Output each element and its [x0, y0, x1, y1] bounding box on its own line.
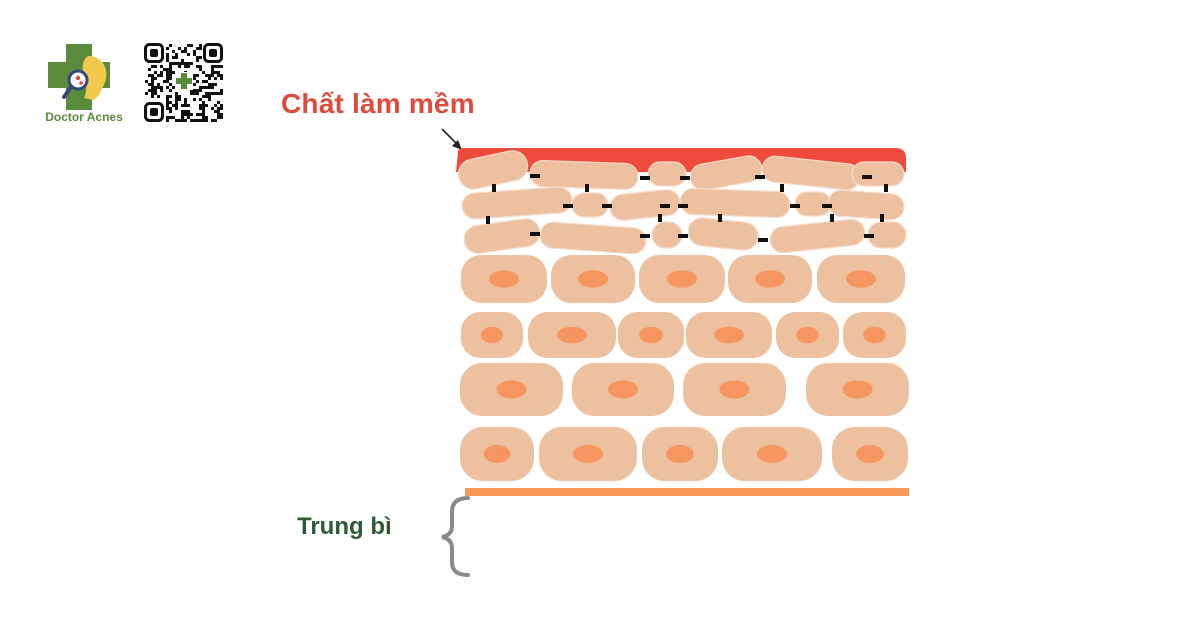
keratinocyte: [572, 363, 674, 416]
cell-nucleus: [489, 270, 519, 288]
cell-nucleus: [573, 445, 603, 463]
keratinocyte: [686, 312, 772, 358]
lipid-bond: [884, 184, 888, 192]
cell-nucleus: [757, 445, 787, 463]
corneocyte: [463, 218, 541, 254]
lipid-bond: [658, 214, 662, 222]
lipid-bond: [780, 184, 784, 192]
corneocyte: [461, 186, 573, 220]
stratum-corneum: [457, 150, 907, 255]
keratinocyte: [832, 427, 908, 481]
cell-nucleus: [578, 270, 608, 288]
lipid-bond: [492, 184, 496, 192]
lipid-bond: [862, 175, 872, 179]
cell-nucleus: [608, 380, 638, 399]
cell-nucleus: [846, 270, 876, 288]
lipid-bond: [640, 176, 650, 180]
keratinocyte: [460, 427, 534, 481]
cell-nucleus: [480, 326, 504, 344]
keratinocyte: [776, 312, 839, 358]
lipid-bond: [660, 204, 670, 208]
keratinocyte: [460, 363, 563, 416]
pointer-arrow: [441, 128, 462, 150]
keratinocyte: [728, 255, 812, 303]
lipid-bond: [678, 204, 688, 208]
brand-name: Doctor Acnes: [45, 110, 123, 124]
lipid-bond: [680, 176, 690, 180]
keratinocyte: [806, 363, 909, 416]
keratinocyte: [461, 312, 523, 358]
lipid-bond: [678, 234, 688, 238]
lipid-bond: [486, 216, 490, 224]
cell-nucleus: [666, 445, 694, 463]
keratinocyte: [683, 363, 786, 416]
keratinocyte: [528, 312, 616, 358]
cell-nucleus: [667, 270, 697, 288]
corneocyte: [539, 221, 647, 255]
corneocyte: [529, 159, 639, 191]
cell-nucleus: [719, 380, 750, 399]
corneocyte: [651, 221, 683, 249]
cell-nucleus: [557, 326, 587, 344]
basement-membrane: [465, 488, 909, 496]
lipid-bond: [822, 204, 832, 208]
lipid-bond: [530, 174, 540, 178]
cell-nucleus: [842, 380, 873, 399]
lipid-bond: [790, 204, 800, 208]
cell-nucleus: [639, 326, 663, 344]
lipid-bond: [640, 234, 650, 238]
keratinocyte: [551, 255, 635, 303]
corneocyte: [851, 161, 905, 187]
keratinocyte: [539, 427, 637, 481]
keratinocyte: [722, 427, 822, 481]
dermis-brace: [441, 496, 470, 577]
corneocyte: [609, 189, 681, 221]
lipid-bond: [755, 175, 765, 179]
corneocyte: [679, 187, 791, 219]
cell-nucleus: [483, 445, 511, 463]
lipid-bond: [585, 184, 589, 192]
emollient-label: Chất làm mềm: [281, 88, 475, 119]
lipid-bond: [602, 204, 612, 208]
brand-logo: Doctor Acnes: [34, 42, 134, 132]
cell-nucleus: [714, 326, 744, 344]
corneocyte: [647, 161, 687, 187]
lipid-bond: [758, 238, 768, 242]
keratinocyte: [618, 312, 684, 358]
epidermis-cells: [460, 255, 909, 481]
corneocyte: [827, 189, 905, 221]
lipid-bond: [830, 214, 834, 222]
corneocyte: [687, 217, 759, 251]
dermis-label: Trung bì: [297, 513, 392, 540]
cell-nucleus: [863, 326, 886, 344]
cell-nucleus: [796, 326, 819, 344]
keratinocyte: [817, 255, 905, 303]
keratinocyte: [642, 427, 718, 481]
lipid-bond: [530, 232, 540, 236]
lipid-bond: [718, 214, 722, 222]
corneocyte: [457, 150, 529, 190]
lipid-bond: [563, 204, 573, 208]
medical-cross-face-magnifier-icon: [48, 44, 110, 110]
corneocyte: [689, 155, 763, 191]
keratinocyte: [461, 255, 547, 303]
cell-nucleus: [496, 380, 527, 399]
lipid-bond: [880, 214, 884, 222]
corneocyte: [769, 218, 866, 254]
lipid-bonds: [486, 174, 888, 242]
cell-nucleus: [755, 270, 785, 288]
qr-code-icon: [143, 42, 224, 123]
keratinocyte: [843, 312, 906, 358]
lipid-bond: [864, 234, 874, 238]
keratinocyte: [639, 255, 725, 303]
cell-nucleus: [856, 445, 884, 463]
